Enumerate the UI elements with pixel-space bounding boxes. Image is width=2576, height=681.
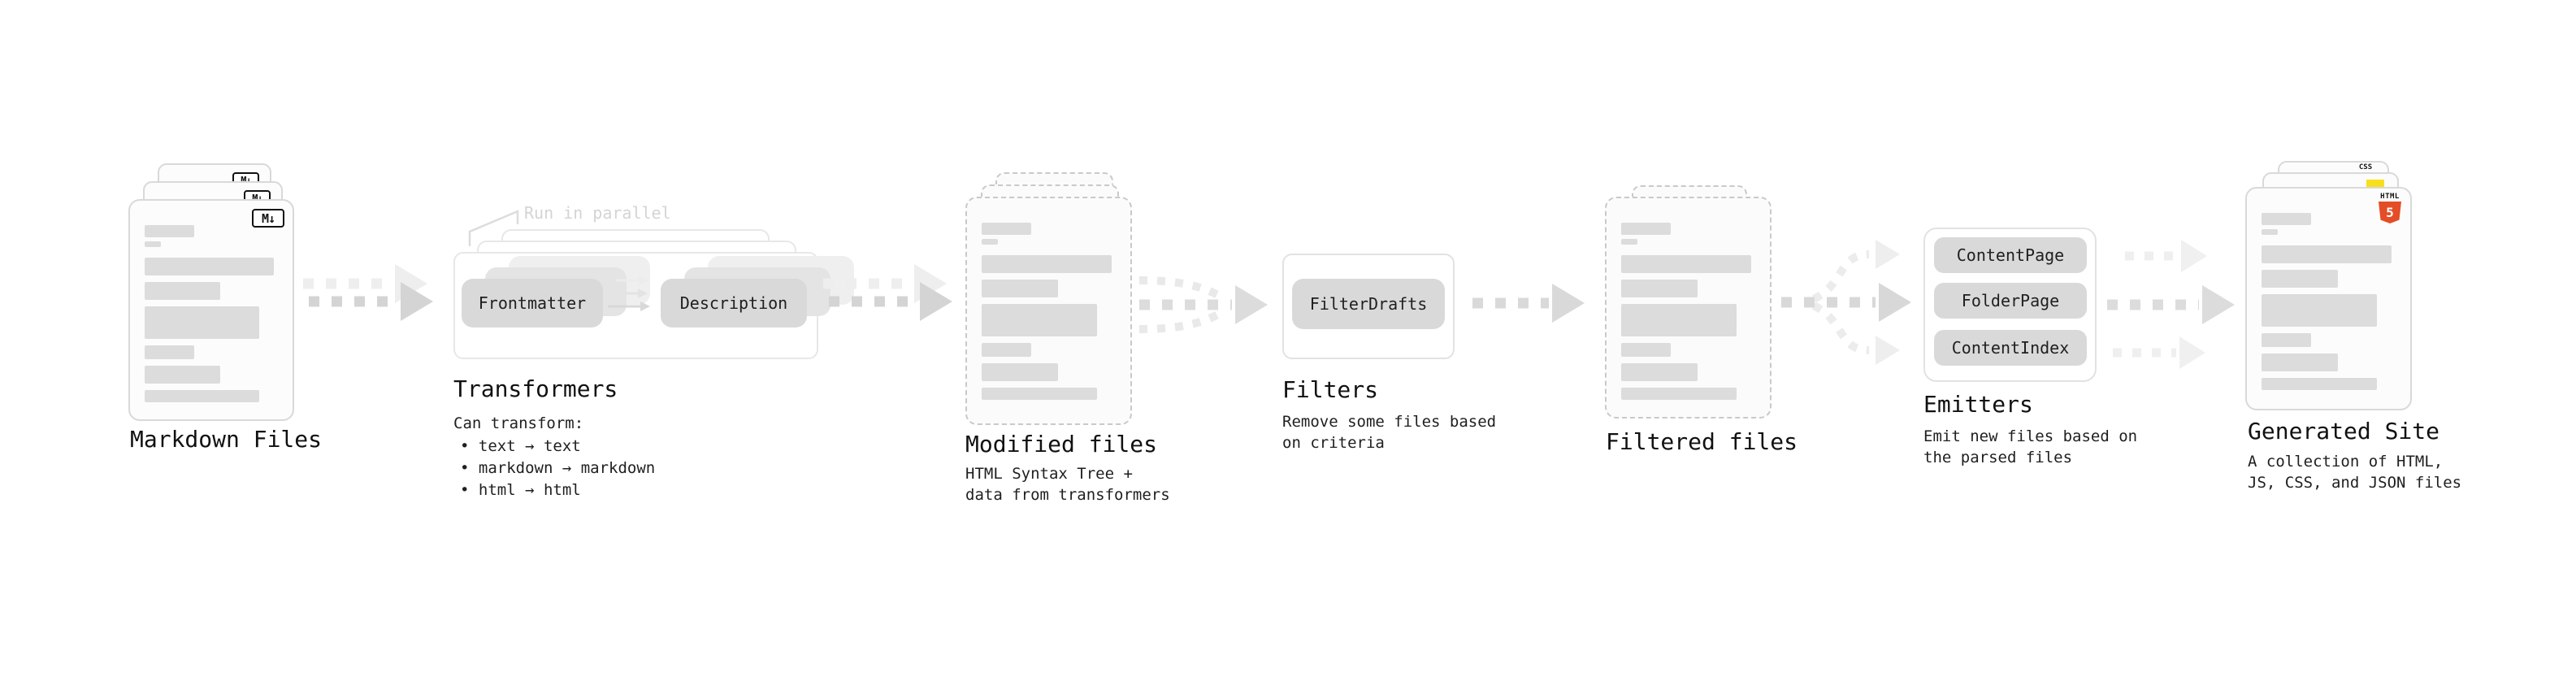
text-line <box>2262 354 2339 371</box>
document-card-front <box>1605 197 1772 419</box>
pill-description: Description <box>661 279 807 327</box>
stage-label-transformers: Transformers <box>453 375 618 402</box>
stage-label-generated-site: Generated Site <box>2248 418 2440 445</box>
text-line <box>145 241 161 247</box>
text-line <box>982 304 1097 336</box>
transformers-desc-intro: Can transform: <box>453 414 584 432</box>
document-text-placeholder <box>1621 223 1755 406</box>
pill-frontmatter: Frontmatter <box>462 279 603 327</box>
filters-description: Remove some files based on criteria <box>1282 413 1497 452</box>
stage-label-filtered-files: Filtered files <box>1606 428 1798 455</box>
stage-label-markdown-files: Markdown Files <box>130 426 323 453</box>
arrow-modified-to-filters <box>1138 276 1268 333</box>
stage-label-filters: Filters <box>1282 376 1379 403</box>
text-line <box>145 390 260 402</box>
html5-shield: 5 <box>2379 202 2401 223</box>
text-line <box>145 366 221 384</box>
document-text-placeholder <box>145 225 278 409</box>
arrow-filtered-to-emitters <box>1781 240 1911 365</box>
pill-contentpage: ContentPage <box>1934 237 2087 273</box>
emitters-description: Emit new files based on the parsed files <box>1923 427 2138 466</box>
text-line <box>982 343 1032 357</box>
list-item: • markdown → markdown <box>460 459 656 477</box>
text-line <box>1621 223 1672 235</box>
text-line <box>982 280 1059 297</box>
text-line <box>982 239 998 245</box>
arrow-emitters-to-generated <box>2107 240 2235 369</box>
document-text-placeholder <box>2262 213 2396 397</box>
stage-label-emitters: Emitters <box>1923 391 2033 418</box>
pill-folderpage: FolderPage <box>1934 283 2087 319</box>
text-line <box>145 282 221 300</box>
text-line <box>982 363 1059 381</box>
text-line <box>2262 229 2278 235</box>
text-line <box>982 223 1032 235</box>
arrow-filters-to-filtered <box>1472 284 1585 323</box>
text-line <box>2262 333 2312 347</box>
text-line <box>2262 213 2312 225</box>
text-line <box>982 255 1112 273</box>
text-line <box>1621 388 1737 400</box>
html5-word: HTML <box>2380 193 2400 201</box>
text-line <box>2262 245 2392 263</box>
run-in-parallel-annotation: Run in parallel <box>524 203 671 223</box>
text-line <box>2262 294 2377 327</box>
text-line <box>145 258 275 275</box>
text-line <box>1621 363 1698 381</box>
text-line <box>145 345 194 359</box>
text-line <box>982 388 1097 400</box>
list-item: • html → html <box>460 481 581 499</box>
pill-contentindex: ContentIndex <box>1934 330 2087 366</box>
pill-filterdrafts: FilterDrafts <box>1292 279 1445 329</box>
document-card-front: M↓ <box>128 199 294 421</box>
modified-files-description: HTML Syntax Tree + data from transformer… <box>965 465 1170 504</box>
list-item: • text → text <box>460 437 581 455</box>
text-line <box>1621 239 1637 245</box>
document-card-front: HTML 5 <box>2245 187 2412 410</box>
stage-label-modified-files: Modified files <box>965 431 1158 458</box>
text-line <box>1621 280 1698 297</box>
arrow-markdown-to-transformers <box>309 282 433 321</box>
text-line <box>145 225 194 237</box>
document-text-placeholder <box>982 223 1116 406</box>
text-line <box>1621 255 1752 273</box>
arrow-ghost <box>303 264 427 303</box>
html5-icon: HTML 5 <box>2377 193 2403 223</box>
document-card-front <box>965 197 1132 425</box>
text-line <box>2262 270 2339 288</box>
transformers-capabilities-list: • text → text • markdown → markdown • ht… <box>460 436 655 501</box>
text-line <box>145 306 260 339</box>
generated-site-description: A collection of HTML, JS, CSS, and JSON … <box>2248 453 2462 492</box>
text-line <box>2262 378 2377 390</box>
text-line <box>1621 304 1737 336</box>
text-line <box>1621 343 1672 357</box>
markdown-icon: M↓ <box>252 209 284 228</box>
